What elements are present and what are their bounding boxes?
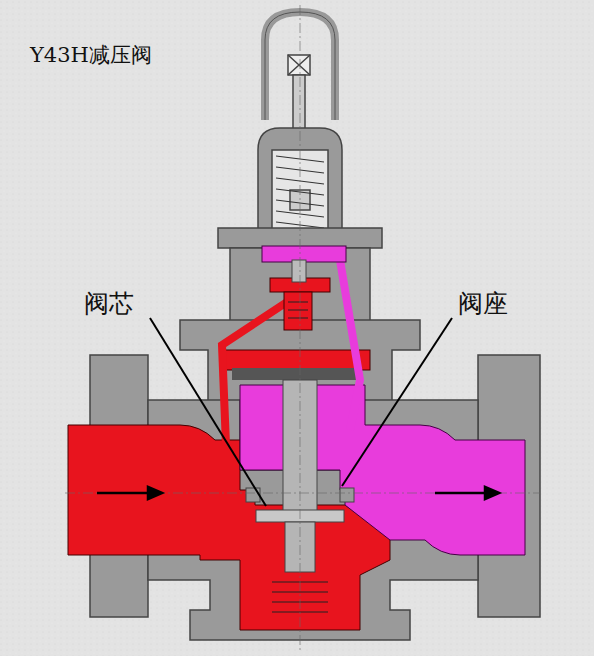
part-label: 阀芯 [84, 290, 134, 318]
diagram-title: Y43H减压阀 [30, 44, 152, 67]
part-label: 阀座 [458, 290, 508, 318]
